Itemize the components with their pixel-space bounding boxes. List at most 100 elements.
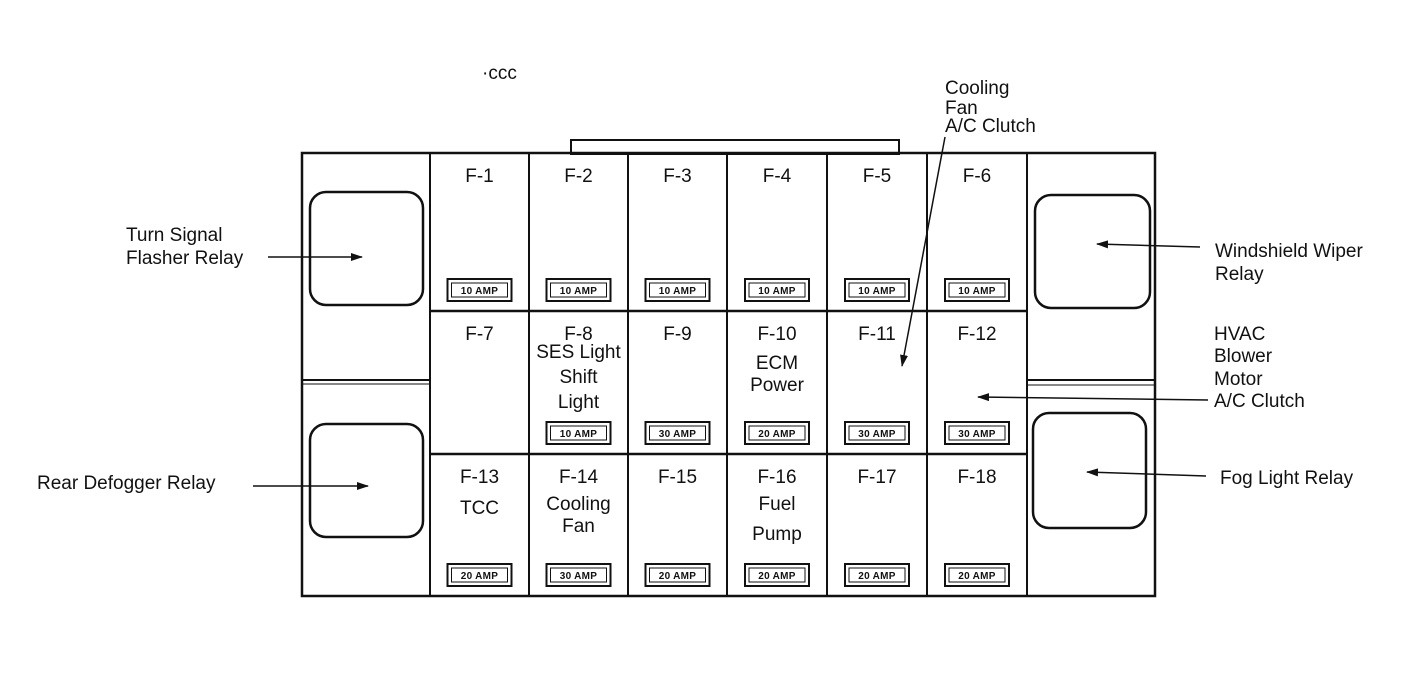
hvac-blower-motor-label: HVAC Blower Motor A/C Clutch xyxy=(1214,324,1305,412)
fuse-id-label: F-9 xyxy=(663,324,692,345)
fuse-id-label: F-1 xyxy=(465,166,494,187)
svg-text:HVAC: HVAC xyxy=(1214,324,1265,345)
fuse-id-label: F-2 xyxy=(564,166,593,187)
fuse-block-body xyxy=(300,151,1157,598)
svg-text:Turn Signal: Turn Signal xyxy=(126,225,222,246)
amp-rating-label: 30 AMP xyxy=(560,571,598,582)
fuse-slot-f-9: F-930 AMP xyxy=(644,324,711,445)
turn-signal-flasher-relay-socket xyxy=(308,190,425,307)
fog-light-arrow xyxy=(1086,468,1207,477)
fuse-description-line: Pump xyxy=(752,524,802,545)
windshield-wiper-relay-socket xyxy=(1033,193,1152,310)
amp-rating-inner-box xyxy=(748,282,806,298)
fuse-id-label: F-4 xyxy=(763,166,792,187)
fuse-description-line: ECM xyxy=(756,353,798,374)
fuse-description-line: Fuel xyxy=(759,494,796,515)
amp-rating-label: 10 AMP xyxy=(958,286,996,297)
amp-rating-inner-box xyxy=(451,282,508,298)
amp-rating-inner-box xyxy=(848,567,906,583)
fuse-id-label: F-10 xyxy=(757,324,796,345)
fuse-id-label: F-16 xyxy=(757,467,796,488)
svg-text:Fan: Fan xyxy=(945,98,978,119)
fuse-slot-f-11: F-11 30 AMP xyxy=(844,324,910,445)
svg-text:Blower: Blower xyxy=(1214,346,1273,367)
amp-rating-box xyxy=(744,278,810,302)
amp-rating-box xyxy=(446,278,513,302)
fuse-id-label: F-17 xyxy=(857,467,896,488)
cooling-fan-arrow xyxy=(900,136,946,367)
amp-rating-label: 10 AMP xyxy=(858,286,896,297)
fuse-description-line: Power xyxy=(750,375,805,396)
amp-rating-label: 20 AMP xyxy=(659,571,697,582)
fuse-id-label: F-11 xyxy=(858,324,896,345)
amp-rating-box xyxy=(744,563,810,587)
fuse-id-label: F-15 xyxy=(658,467,697,488)
amp-rating-box xyxy=(545,563,612,587)
amp-rating-inner-box xyxy=(848,282,906,298)
fuse-id-label: F-3 xyxy=(663,166,692,187)
svg-text:Relay: Relay xyxy=(1215,264,1264,285)
fuse-slot-f-7: F-7 xyxy=(465,324,494,345)
amp-rating-label: 10 AMP xyxy=(758,286,796,297)
amp-rating-box xyxy=(944,278,1010,302)
fuse-id-label: F-13 xyxy=(460,467,499,488)
fuse-slot-f-3: F-310 AMP xyxy=(644,166,711,302)
amp-rating-inner-box xyxy=(748,567,806,583)
amp-rating-label: 20 AMP xyxy=(758,571,796,582)
fuse-slot-f-2: F-210 AMP xyxy=(545,166,612,302)
amp-rating-box xyxy=(844,278,910,302)
svg-text:Cooling: Cooling xyxy=(945,78,1009,99)
amp-rating-box xyxy=(644,563,711,587)
amp-rating-box xyxy=(545,278,612,302)
rear-defogger-relay-label: Rear Defogger Relay xyxy=(37,473,216,494)
fuse-id-label: F-7 xyxy=(465,324,494,345)
fuse-description-line: Light xyxy=(558,392,600,413)
fog-light-relay-socket xyxy=(1031,411,1148,530)
amp-rating-label: 10 AMP xyxy=(560,429,598,440)
fuse-id-label: F-18 xyxy=(957,467,996,488)
fuse-description-line: Shift xyxy=(559,367,598,388)
amp-rating-box xyxy=(844,563,910,587)
amp-rating-label: 20 AMP xyxy=(858,571,896,582)
fuse-description-line: Cooling xyxy=(546,494,610,515)
amp-rating-inner-box xyxy=(649,282,706,298)
fuse-slot-f-6: F-610 AMP xyxy=(944,166,1010,302)
amp-rating-inner-box xyxy=(649,567,706,583)
fuse-slot-f-17: F-17 20 AMP xyxy=(844,467,910,587)
fuse-description-line: TCC xyxy=(460,498,499,519)
hvac-arrow xyxy=(977,393,1209,402)
amp-rating-inner-box xyxy=(748,425,806,441)
svg-text:A/C Clutch: A/C Clutch xyxy=(1214,391,1305,412)
amp-rating-inner-box xyxy=(550,567,607,583)
svg-text:Windshield Wiper: Windshield Wiper xyxy=(1215,241,1363,262)
amp-rating-label: 20 AMP xyxy=(958,571,996,582)
stray-mark: ·ccc xyxy=(482,63,517,84)
svg-text:Rear Defogger Relay: Rear Defogger Relay xyxy=(37,473,216,494)
amp-rating-box xyxy=(944,563,1010,587)
amp-rating-box xyxy=(744,421,810,445)
fuse-slot-f-18: F-18 20 AMP xyxy=(944,467,1010,587)
amp-rating-inner-box xyxy=(550,282,607,298)
fog-light-relay-label: Fog Light Relay xyxy=(1220,468,1354,489)
fuse-id-label: F-8 xyxy=(564,324,593,345)
amp-rating-box xyxy=(644,278,711,302)
amp-rating-inner-box xyxy=(848,425,906,441)
svg-text:Fog Light Relay: Fog Light Relay xyxy=(1220,468,1354,489)
amp-rating-inner-box xyxy=(948,282,1006,298)
amp-rating-inner-box xyxy=(948,425,1006,441)
amp-rating-inner-box xyxy=(451,567,508,583)
amp-rating-label: 20 AMP xyxy=(461,571,499,582)
cooling-fan-ac-clutch-label: Cooling Fan A/C Clutch xyxy=(945,78,1036,137)
windshield-wiper-arrow xyxy=(1096,240,1201,249)
rear-defogger-relay-socket xyxy=(308,422,425,539)
amp-rating-box xyxy=(844,421,910,445)
amp-rating-label: 30 AMP xyxy=(858,429,896,440)
svg-text:Flasher Relay: Flasher Relay xyxy=(126,248,244,269)
fuse-slot-f-5: F-510 AMP xyxy=(844,166,910,302)
